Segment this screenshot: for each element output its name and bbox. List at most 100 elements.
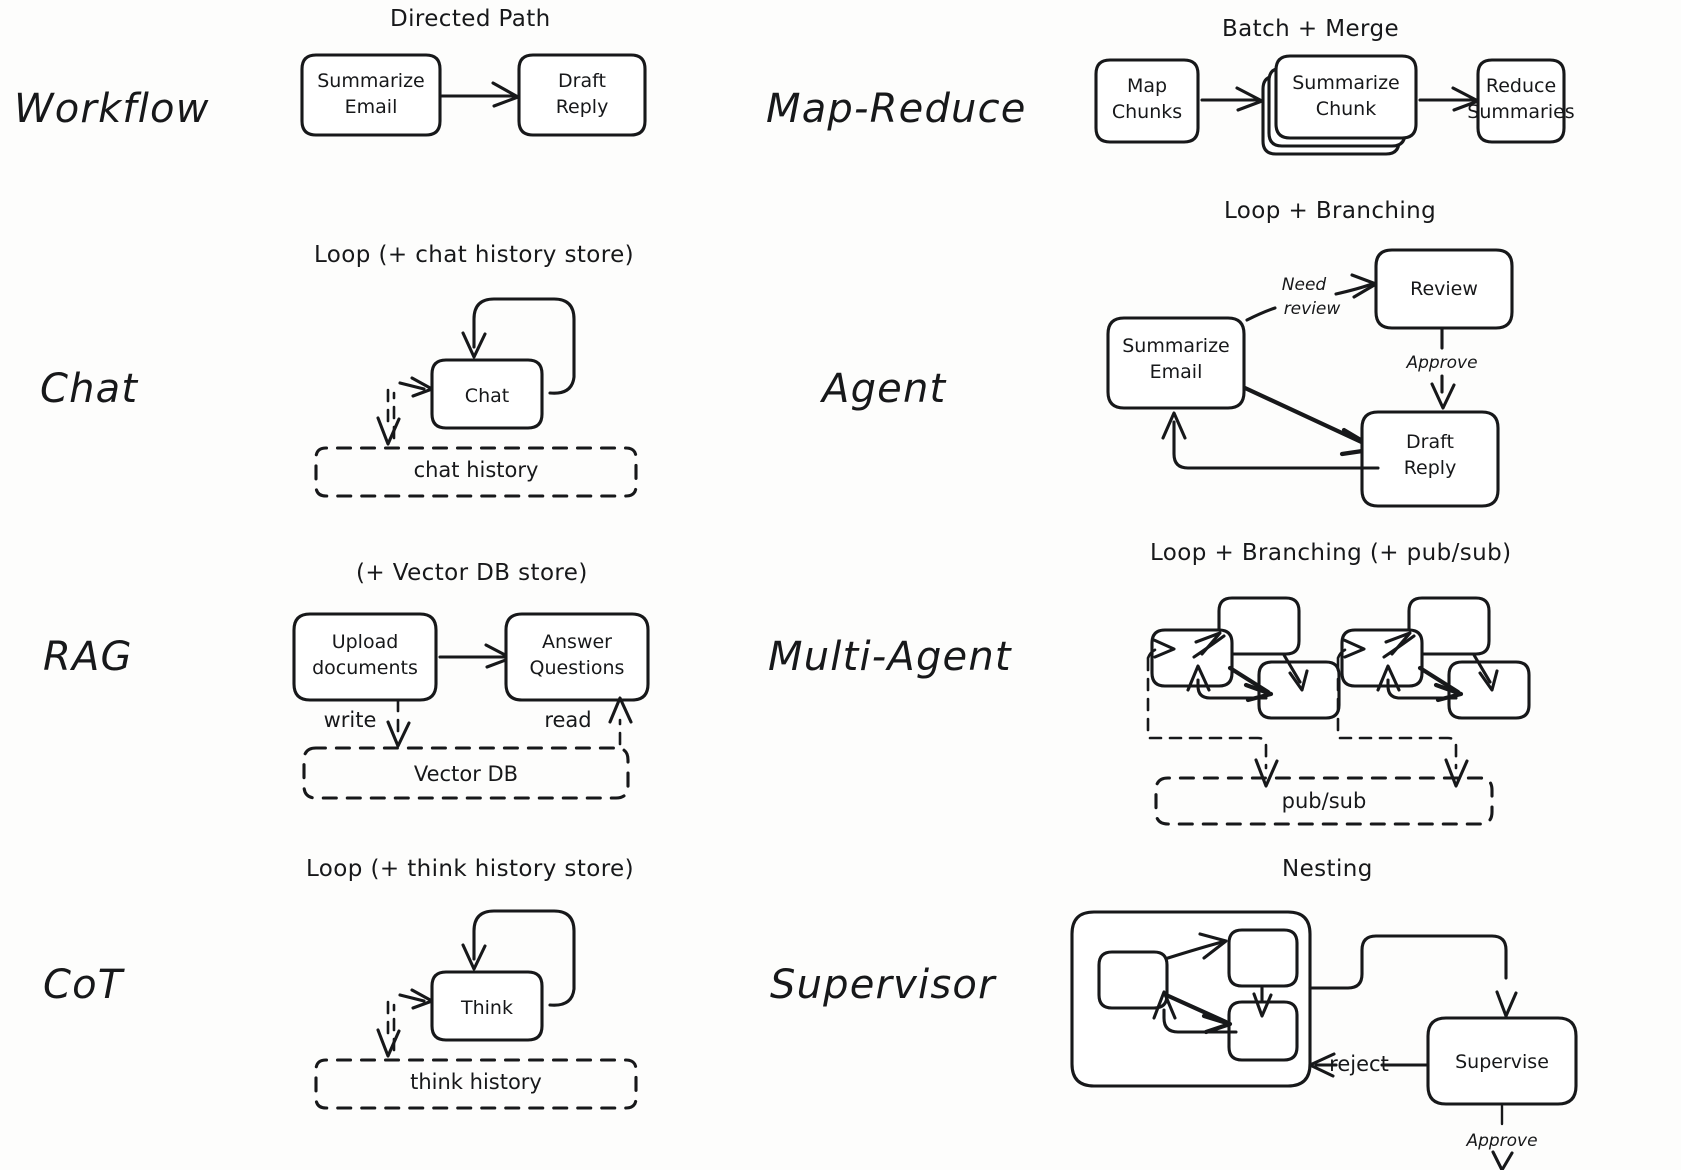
caption-cot: Loop (+ think history store): [306, 856, 634, 882]
row-label-chat: Chat: [40, 366, 139, 412]
edge-ma-b-bus-out-head: [1444, 758, 1469, 788]
store-think-history[interactable]: [314, 1058, 638, 1110]
multi-agent-cluster-a: [1146, 596, 1341, 788]
node-summarize-email-line2: Email: [345, 96, 398, 118]
store-chat-history-label: chat history: [414, 458, 539, 482]
node-chat-label: Chat: [465, 385, 509, 407]
edge-read-label: read: [544, 708, 591, 732]
edge-ma-b-return: [1386, 678, 1458, 700]
edge-ma-b-bus-in-head: [1342, 638, 1366, 659]
edge-ma-a-bus-out-head: [1254, 758, 1279, 788]
node-ma-b-top[interactable]: [1407, 596, 1491, 656]
node-summarize-chunk[interactable]: [1274, 54, 1418, 140]
node-draft-reply-line2: Reply: [556, 96, 609, 118]
node-sup-inner-left[interactable]: [1097, 950, 1169, 1010]
node-summarize-chunk-line2: Chunk: [1316, 98, 1376, 120]
edge-ma-b-bus-out: [1338, 736, 1458, 770]
store-pub-sub-label: pub/sub: [1282, 789, 1367, 813]
row-label-supervisor: Supervisor: [770, 962, 996, 1008]
edge-approve-label: Approve: [1405, 353, 1477, 373]
caption-agent: Loop + Branching: [1224, 198, 1437, 224]
caption-workflow: Directed Path: [390, 6, 551, 32]
row-label-rag: RAG: [43, 634, 133, 680]
row-label-agent: Agent: [822, 366, 947, 412]
edge-reject-head: [1308, 1052, 1336, 1078]
node-draft-reply-line1: Draft: [558, 70, 606, 92]
edge-write-label: write: [324, 708, 377, 732]
edge-think-self-loop: [472, 909, 576, 1007]
node-think[interactable]: [430, 970, 544, 1042]
edge-ma-b-bus-in-b: [1336, 646, 1352, 660]
edge-subgraph-to-supervise: [1308, 934, 1508, 990]
edge-ma-b-top-to-right: [1472, 653, 1492, 684]
node-upload-documents[interactable]: [292, 612, 438, 702]
node-answer-questions-line2: Questions: [530, 657, 625, 679]
caption-chat: Loop (+ chat history store): [314, 242, 635, 268]
node-ma-b-right[interactable]: [1447, 660, 1531, 720]
store-vector-db-label: Vector DB: [414, 762, 518, 786]
edge-write-head: [386, 720, 411, 748]
edge-sup-left-to-bottom: [1161, 991, 1229, 1025]
node-agent-draft-reply-line1: Draft: [1406, 431, 1454, 453]
diagram-chat: Chat chat history: [314, 297, 638, 498]
edge-sup-return: [1162, 1008, 1238, 1034]
caption-rag: (+ Vector DB store): [356, 560, 588, 586]
node-map-chunks[interactable]: [1094, 58, 1200, 144]
edge-think-history-read-tail: [398, 993, 426, 1003]
node-agent-draft-reply[interactable]: [1360, 410, 1500, 508]
edge-supervise-approve-label: Approve: [1465, 1131, 1537, 1151]
node-upload-documents-line2: documents: [312, 657, 418, 679]
node-ma-a-top[interactable]: [1217, 596, 1301, 656]
edge-need-review: [1334, 282, 1374, 296]
node-agent-draft-reply-line2: Reply: [1404, 457, 1457, 479]
node-supervise-label: Supervise: [1455, 1051, 1549, 1073]
store-pub-sub[interactable]: [1154, 776, 1494, 826]
edge-ma-a-bus-in-head: [1152, 638, 1176, 659]
edge-sup-left-to-top-head: [1198, 932, 1228, 960]
edge-ma-a-bus-out: [1148, 736, 1268, 770]
node-sup-inner-bottom[interactable]: [1227, 1000, 1299, 1062]
diagram-agent: Summarize Email Need review Review Appro…: [1106, 248, 1514, 508]
caption-multi-agent: Loop + Branching (+ pub/sub): [1150, 540, 1512, 566]
store-vector-db[interactable]: [302, 746, 630, 800]
edge-ma-a-left-to-right: [1227, 665, 1271, 695]
edge-ma-a-left-to-top-head: [1194, 631, 1222, 656]
store-chat-history[interactable]: [314, 446, 638, 498]
edge-need-review-tail: [1245, 306, 1277, 322]
node-agent-summarize-email[interactable]: [1106, 316, 1246, 410]
node-ma-a-right[interactable]: [1257, 660, 1341, 720]
row-label-cot: CoT: [43, 962, 124, 1008]
node-review[interactable]: [1374, 248, 1514, 330]
edge-ma-a-return-head: [1186, 664, 1211, 692]
edge-ma-a-top-to-right: [1282, 653, 1302, 684]
edge-draft-to-summarize-loop: [1172, 420, 1380, 470]
edge-sup-top-to-bottom-head: [1252, 992, 1273, 1018]
node-answer-questions-line1: Answer: [542, 631, 612, 653]
row-label-map-reduce: Map-Reduce: [766, 86, 1027, 132]
edge-chat-history-read-tail: [398, 381, 426, 391]
edge-draft-to-summarize-loop-head: [1161, 411, 1187, 440]
multi-agent-cluster-b: [1336, 596, 1531, 788]
node-chat[interactable]: [430, 358, 544, 430]
node-reduce-summaries[interactable]: [1476, 58, 1566, 144]
edge-ma-b-left-to-right: [1417, 665, 1461, 695]
edge-ma-a-return: [1196, 678, 1268, 700]
diagram-workflow: Summarize Email Draft Reply: [300, 53, 647, 137]
node-reduce-summaries-line2: Summaries: [1467, 101, 1574, 123]
diagram-map-reduce: Map Chunks Summarize Chunk Reduce Summar…: [1094, 54, 1575, 156]
node-supervise[interactable]: [1426, 1016, 1578, 1106]
edge-sup-return-head: [1152, 990, 1177, 1020]
node-draft-reply[interactable]: [517, 53, 647, 137]
node-summarize-email-line1: Summarize: [317, 70, 425, 92]
node-summarize-email[interactable]: [300, 53, 442, 137]
store-think-history-label: think history: [410, 1070, 542, 1094]
edge-ma-b-return-head: [1376, 664, 1401, 692]
edge-ma-b-top-to-right-head: [1478, 669, 1499, 692]
edge-read-head: [608, 696, 633, 724]
edge-sup-left-to-bottom-head: [1201, 1013, 1233, 1035]
caption-map-reduce: Batch + Merge: [1222, 16, 1400, 42]
node-sup-inner-top[interactable]: [1227, 928, 1299, 988]
node-answer-questions[interactable]: [504, 612, 650, 702]
edge-chat-self-loop: [472, 297, 576, 395]
